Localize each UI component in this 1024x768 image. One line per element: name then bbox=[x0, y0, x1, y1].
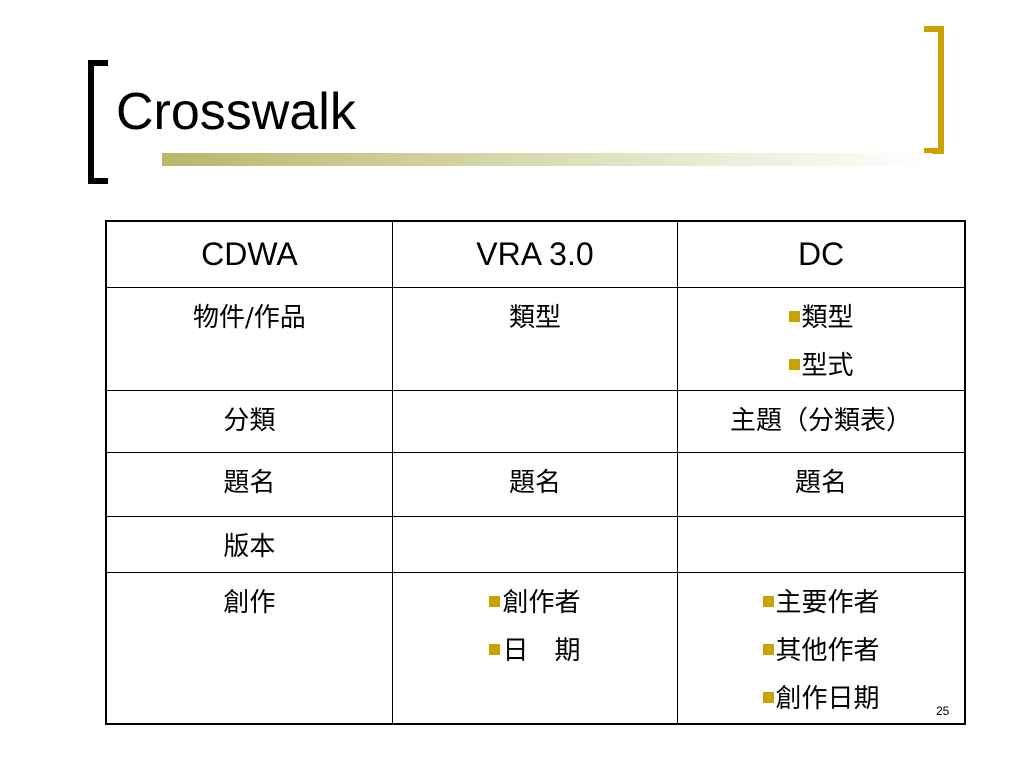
list-item-text: 類型 bbox=[801, 302, 854, 333]
cell-cdwa: 題名 bbox=[105, 451, 393, 517]
crosswalk-table: CDWA VRA 3.0 DC 物件/作品 類型 類型 型式 分類 bbox=[105, 220, 966, 725]
square-bullet-icon bbox=[788, 358, 800, 370]
cell-text: 題名 bbox=[223, 467, 276, 498]
square-bullet-icon bbox=[762, 643, 774, 655]
header-vra: VRA 3.0 bbox=[391, 220, 679, 288]
table-row: 版本 bbox=[105, 515, 966, 573]
square-bullet-icon bbox=[762, 595, 774, 607]
cell-dc: 題名 bbox=[677, 451, 966, 517]
page-number: 25 bbox=[936, 704, 950, 718]
list-item-text: 創作者 bbox=[502, 587, 581, 618]
cell-text: 主題（分類表） bbox=[730, 405, 913, 436]
bullet-list: 創作者 日 期 bbox=[393, 579, 677, 675]
table-row: 物件/作品 類型 類型 型式 bbox=[105, 286, 966, 391]
cell-text: 物件/作品 bbox=[193, 302, 306, 333]
list-item-text: 主要作者 bbox=[775, 587, 880, 618]
list-item: 創作日期 bbox=[678, 675, 964, 723]
cell-dc bbox=[677, 515, 966, 573]
list-item: 創作者 bbox=[393, 579, 677, 627]
cell-text: 題名 bbox=[795, 467, 848, 498]
left-bracket-decoration bbox=[88, 60, 108, 184]
header-cdwa: CDWA bbox=[105, 220, 393, 288]
cell-text: 題名 bbox=[508, 467, 561, 498]
cell-vra: 類型 bbox=[391, 286, 679, 391]
cell-dc: 類型 型式 bbox=[677, 286, 966, 391]
right-bracket-decoration bbox=[924, 26, 944, 154]
table-row: 分類 主題（分類表） bbox=[105, 389, 966, 453]
list-item-text: 型式 bbox=[801, 350, 854, 381]
cell-text: 創作 bbox=[223, 587, 276, 618]
cell-vra: 題名 bbox=[391, 451, 679, 517]
list-item-text: 日 期 bbox=[502, 635, 581, 666]
slide-title: Crosswalk bbox=[116, 83, 356, 141]
title-underline-bar bbox=[162, 153, 932, 166]
square-bullet-icon bbox=[788, 310, 800, 322]
list-item: 型式 bbox=[678, 342, 964, 390]
list-item: 主要作者 bbox=[678, 579, 964, 627]
cell-text: 分類 bbox=[223, 405, 276, 436]
bullet-list: 類型 型式 bbox=[678, 294, 964, 390]
table-row: 題名 題名 題名 bbox=[105, 451, 966, 517]
cell-vra bbox=[391, 515, 679, 573]
square-bullet-icon bbox=[489, 643, 501, 655]
square-bullet-icon bbox=[762, 691, 774, 703]
cell-dc: 主要作者 其他作者 創作日期 bbox=[677, 571, 966, 724]
list-item-text: 創作日期 bbox=[775, 683, 880, 714]
cell-vra bbox=[391, 389, 679, 453]
cell-cdwa: 版本 bbox=[105, 515, 393, 573]
table-row: 創作 創作者 日 期 主要作者 其他作者 創作日期 bbox=[105, 571, 966, 724]
list-item-text: 其他作者 bbox=[775, 635, 880, 666]
cell-vra: 創作者 日 期 bbox=[391, 571, 679, 724]
cell-text: 版本 bbox=[223, 531, 276, 562]
square-bullet-icon bbox=[489, 595, 501, 607]
table-header-row: CDWA VRA 3.0 DC bbox=[105, 220, 966, 288]
cell-cdwa: 物件/作品 bbox=[105, 286, 393, 391]
list-item: 日 期 bbox=[393, 627, 677, 675]
list-item: 其他作者 bbox=[678, 627, 964, 675]
cell-text: 類型 bbox=[508, 302, 561, 333]
header-dc: DC bbox=[677, 220, 966, 288]
cell-dc: 主題（分類表） bbox=[677, 389, 966, 453]
list-item: 類型 bbox=[678, 294, 964, 342]
cell-cdwa: 分類 bbox=[105, 389, 393, 453]
cell-cdwa: 創作 bbox=[105, 571, 393, 724]
bullet-list: 主要作者 其他作者 創作日期 bbox=[678, 579, 964, 723]
